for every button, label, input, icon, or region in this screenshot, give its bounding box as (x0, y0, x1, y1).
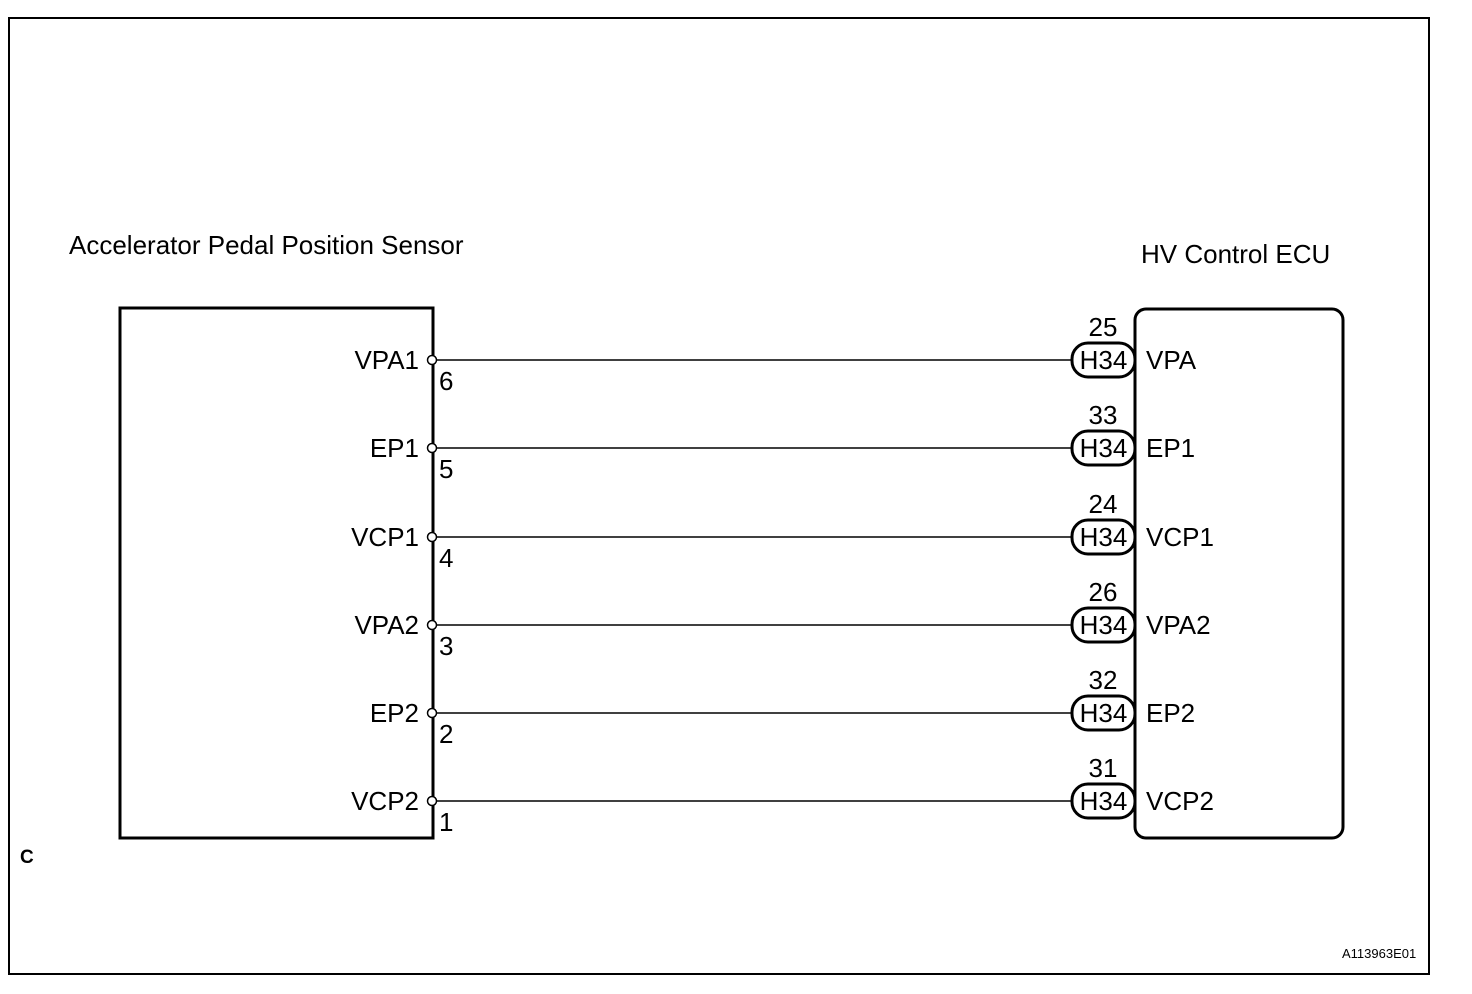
connector-oval (1070, 341, 1137, 379)
sensor-pin-label: EP1 (370, 433, 419, 463)
terminal-circle (426, 795, 438, 807)
sensor-pin-label: EP2 (370, 698, 419, 728)
figure-id: A113963E01 (1342, 946, 1416, 961)
sensor-box (118, 306, 435, 840)
sensor-pin-label: VCP2 (351, 786, 419, 816)
ecu-pin-number: 26 (1089, 577, 1118, 607)
connector-id: H34 (1080, 345, 1128, 375)
sensor-pin-label: VPA2 (354, 610, 419, 640)
corner-mark: C (20, 847, 34, 868)
connector-oval (1070, 429, 1137, 467)
connector-oval (1070, 694, 1137, 732)
terminal-circle (426, 707, 438, 719)
terminal-circle (426, 442, 438, 454)
connector-oval (1070, 518, 1137, 556)
ecu-pin-label: VCP2 (1146, 786, 1214, 816)
connector-oval (1070, 606, 1137, 644)
connector-id: H34 (1080, 786, 1128, 816)
sensor-pin-number: 6 (439, 366, 453, 396)
sensor-pin-number: 1 (439, 807, 453, 837)
sensor-pin-number: 4 (439, 543, 453, 573)
connector-id: H34 (1080, 698, 1128, 728)
connector-oval (1070, 782, 1137, 820)
ecu-pin-label: EP2 (1146, 698, 1195, 728)
ecu-title: HV Control ECU (1141, 239, 1330, 269)
ecu-pin-label: VPA (1146, 345, 1197, 375)
connector-id: H34 (1080, 433, 1128, 463)
ecu-box (1133, 307, 1345, 840)
connector-id: H34 (1080, 610, 1128, 640)
ecu-pin-label: EP1 (1146, 433, 1195, 463)
terminal-circle (426, 354, 438, 366)
ecu-pin-label: VCP1 (1146, 522, 1214, 552)
sensor-pin-label: VPA1 (354, 345, 419, 375)
terminal-circle (426, 619, 438, 631)
sensor-pin-number: 5 (439, 454, 453, 484)
sensor-pin-label: VCP1 (351, 522, 419, 552)
ecu-pin-number: 24 (1089, 489, 1118, 519)
ecu-pin-number: 25 (1089, 312, 1118, 342)
ecu-pin-number: 31 (1089, 753, 1118, 783)
terminal-circle (426, 531, 438, 543)
sensor-pin-number: 3 (439, 631, 453, 661)
ecu-pin-label: VPA2 (1146, 610, 1211, 640)
connector-id: H34 (1080, 522, 1128, 552)
sensor-title: Accelerator Pedal Position Sensor (69, 230, 464, 260)
wire-group: VPA16H3425VPAEP15H3433EP1VCP14H3424VCP1V… (351, 312, 1214, 837)
sensor-pin-number: 2 (439, 719, 453, 749)
ecu-pin-number: 33 (1089, 400, 1118, 430)
ecu-pin-number: 32 (1089, 665, 1118, 695)
diagram-frame (8, 17, 1430, 975)
